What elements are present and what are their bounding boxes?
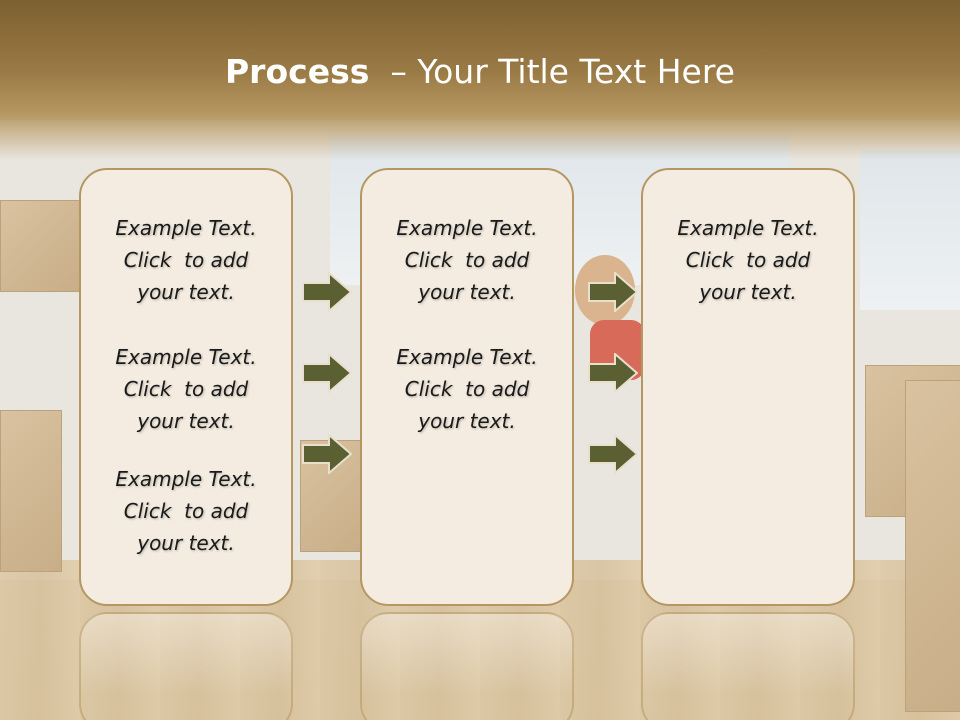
background-box bbox=[0, 200, 82, 292]
box-reflection bbox=[79, 612, 293, 720]
text-line: Example Text. bbox=[396, 216, 538, 240]
text-block[interactable]: Example Text. Click to add your text. bbox=[362, 212, 572, 308]
title-rest: – Your Title Text Here bbox=[369, 52, 735, 91]
text-line: Click to add bbox=[685, 248, 811, 272]
right-arrow-icon bbox=[588, 434, 638, 474]
title-bold: Process bbox=[225, 52, 370, 91]
text-line: Example Text. bbox=[115, 345, 257, 369]
right-arrow-icon bbox=[302, 272, 352, 312]
text-line: Click to add bbox=[404, 377, 530, 401]
text-line: Example Text. bbox=[115, 216, 257, 240]
text-line: your text. bbox=[699, 280, 797, 304]
text-line: Click to add bbox=[404, 248, 530, 272]
right-arrow-icon bbox=[588, 272, 638, 312]
text-line: Example Text. bbox=[396, 345, 538, 369]
text-block[interactable]: Example Text. Click to add your text. bbox=[81, 341, 291, 437]
text-block[interactable]: Example Text. Click to add your text. bbox=[81, 463, 291, 559]
text-block[interactable]: Example Text. Click to add your text. bbox=[81, 212, 291, 308]
background-window bbox=[860, 150, 960, 310]
text-line: Click to add bbox=[123, 377, 249, 401]
text-line: your text. bbox=[137, 280, 235, 304]
right-arrow-icon bbox=[588, 353, 638, 393]
text-line: your text. bbox=[418, 409, 516, 433]
text-line: your text. bbox=[137, 409, 235, 433]
text-line: Click to add bbox=[123, 248, 249, 272]
process-box-3[interactable]: Example Text. Click to add your text. bbox=[641, 168, 855, 606]
text-block[interactable]: Example Text. Click to add your text. bbox=[362, 341, 572, 437]
text-line: Example Text. bbox=[677, 216, 819, 240]
text-line: your text. bbox=[418, 280, 516, 304]
title-bar bbox=[0, 0, 960, 160]
text-line: Click to add bbox=[123, 499, 249, 523]
text-line: your text. bbox=[137, 531, 235, 555]
box-reflection bbox=[360, 612, 574, 720]
process-box-2[interactable]: Example Text. Click to add your text. Ex… bbox=[360, 168, 574, 606]
text-line: Example Text. bbox=[115, 467, 257, 491]
text-block[interactable]: Example Text. Click to add your text. bbox=[643, 212, 853, 308]
box-reflection bbox=[641, 612, 855, 720]
process-box-1[interactable]: Example Text. Click to add your text. Ex… bbox=[79, 168, 293, 606]
slide-title[interactable]: Process – Your Title Text Here bbox=[0, 52, 960, 91]
background-box bbox=[0, 410, 62, 572]
right-arrow-icon bbox=[302, 434, 352, 474]
right-arrow-icon bbox=[302, 353, 352, 393]
background-box bbox=[905, 380, 960, 712]
